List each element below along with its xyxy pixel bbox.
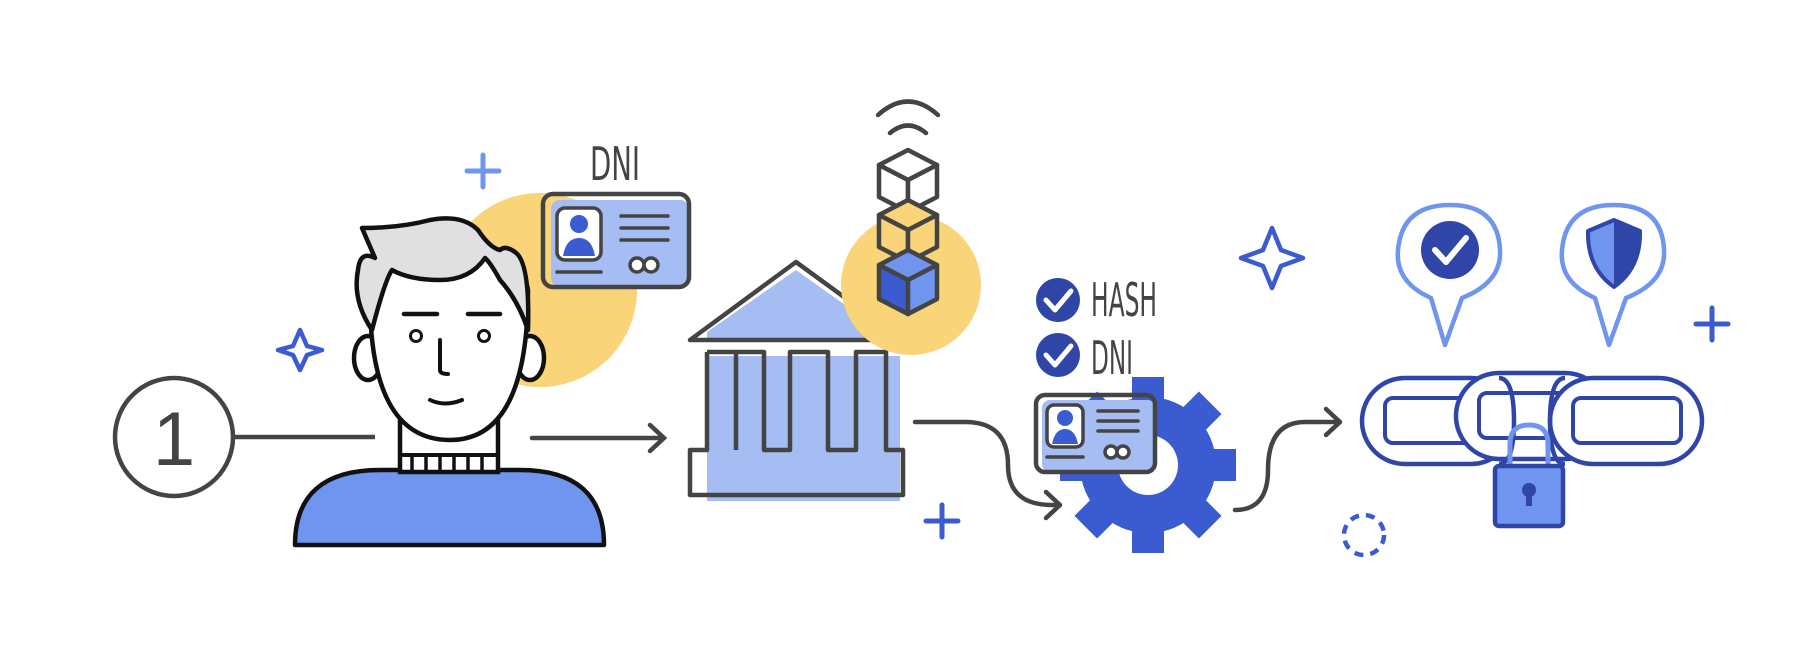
bank-building-icon (687, 259, 906, 501)
sparkle-icon (1238, 225, 1306, 291)
shield-pin-icon (1559, 202, 1667, 348)
arrow-right (529, 422, 668, 454)
plus-icon (923, 502, 961, 540)
step-number-badge: 1 (112, 375, 236, 499)
hash-check-item: HASH (1036, 273, 1157, 327)
wifi-signal-icon (875, 99, 941, 136)
step-number: 1 (153, 397, 195, 482)
verified-pin-icon (1395, 202, 1503, 348)
checkmark-icon (1036, 278, 1080, 322)
arrow-curved (912, 419, 1063, 521)
arrow-curved (1232, 406, 1343, 513)
id-card-label: DNI (590, 137, 640, 191)
checkmark-icon (1036, 333, 1080, 377)
hash-label: HASH (1091, 273, 1157, 327)
dni-check-item: DNI (1036, 331, 1133, 385)
sparkle-icon (275, 327, 325, 373)
padlock-icon (1492, 422, 1566, 529)
dni-label: DNI (1091, 331, 1133, 385)
person-icon (292, 193, 637, 548)
dashed-circle-decoration (1341, 512, 1387, 558)
plus-icon (1693, 305, 1731, 343)
id-card-icon (1033, 392, 1158, 475)
plus-icon (464, 152, 502, 190)
blockchain-blocks-icon (841, 99, 981, 355)
chain-link-icon (1359, 370, 1705, 467)
id-card-icon: DNI (540, 137, 692, 290)
